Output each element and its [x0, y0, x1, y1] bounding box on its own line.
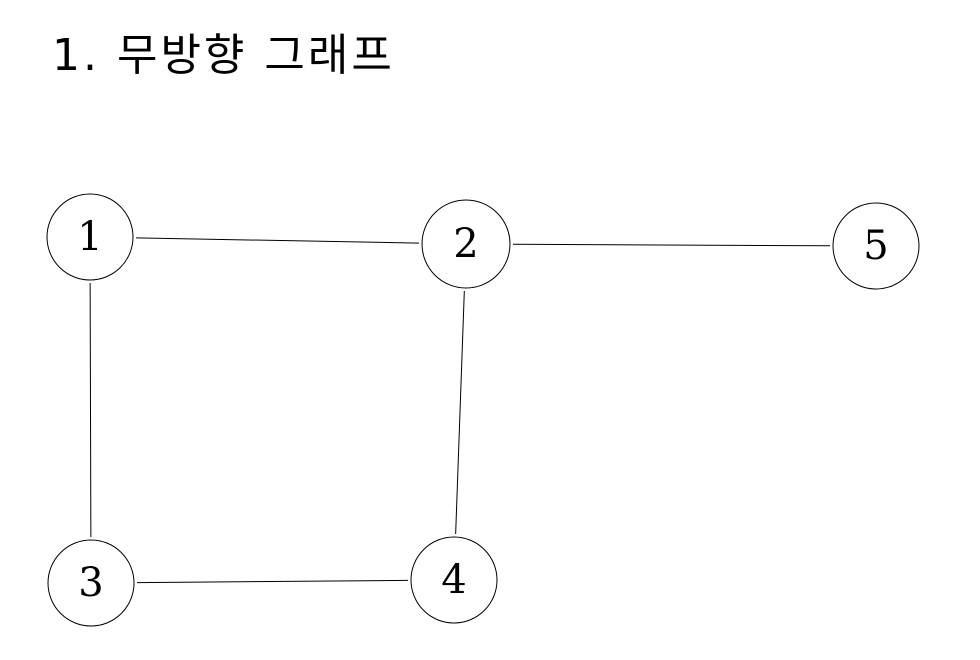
edge-2-4: [455, 290, 465, 535]
page-title: 1. 무방향 그래프: [52, 30, 395, 81]
edge-3-4: [136, 579, 409, 584]
node-circle-3: [47, 539, 135, 627]
node-4: 4: [410, 536, 498, 624]
node-circle-5: [832, 202, 920, 290]
edge-2-5: [512, 243, 831, 247]
node-label-1: 1: [77, 214, 102, 260]
node-label-2: 2: [453, 221, 478, 267]
node-label-5: 5: [863, 223, 888, 269]
node-1: 1: [46, 193, 134, 281]
edge-1-3: [89, 282, 92, 538]
edges-layer: [89, 237, 831, 584]
node-5: 5: [832, 202, 920, 290]
node-label-3: 3: [78, 560, 103, 606]
node-circle-2: [421, 199, 511, 289]
node-3: 3: [47, 539, 135, 627]
node-circle-1: [46, 193, 134, 281]
nodes-layer: 1 2 5 3 4: [46, 193, 920, 627]
node-2: 2: [421, 199, 511, 289]
node-label-4: 4: [441, 557, 466, 603]
edge-1-2: [135, 237, 420, 244]
node-circle-4: [410, 536, 498, 624]
